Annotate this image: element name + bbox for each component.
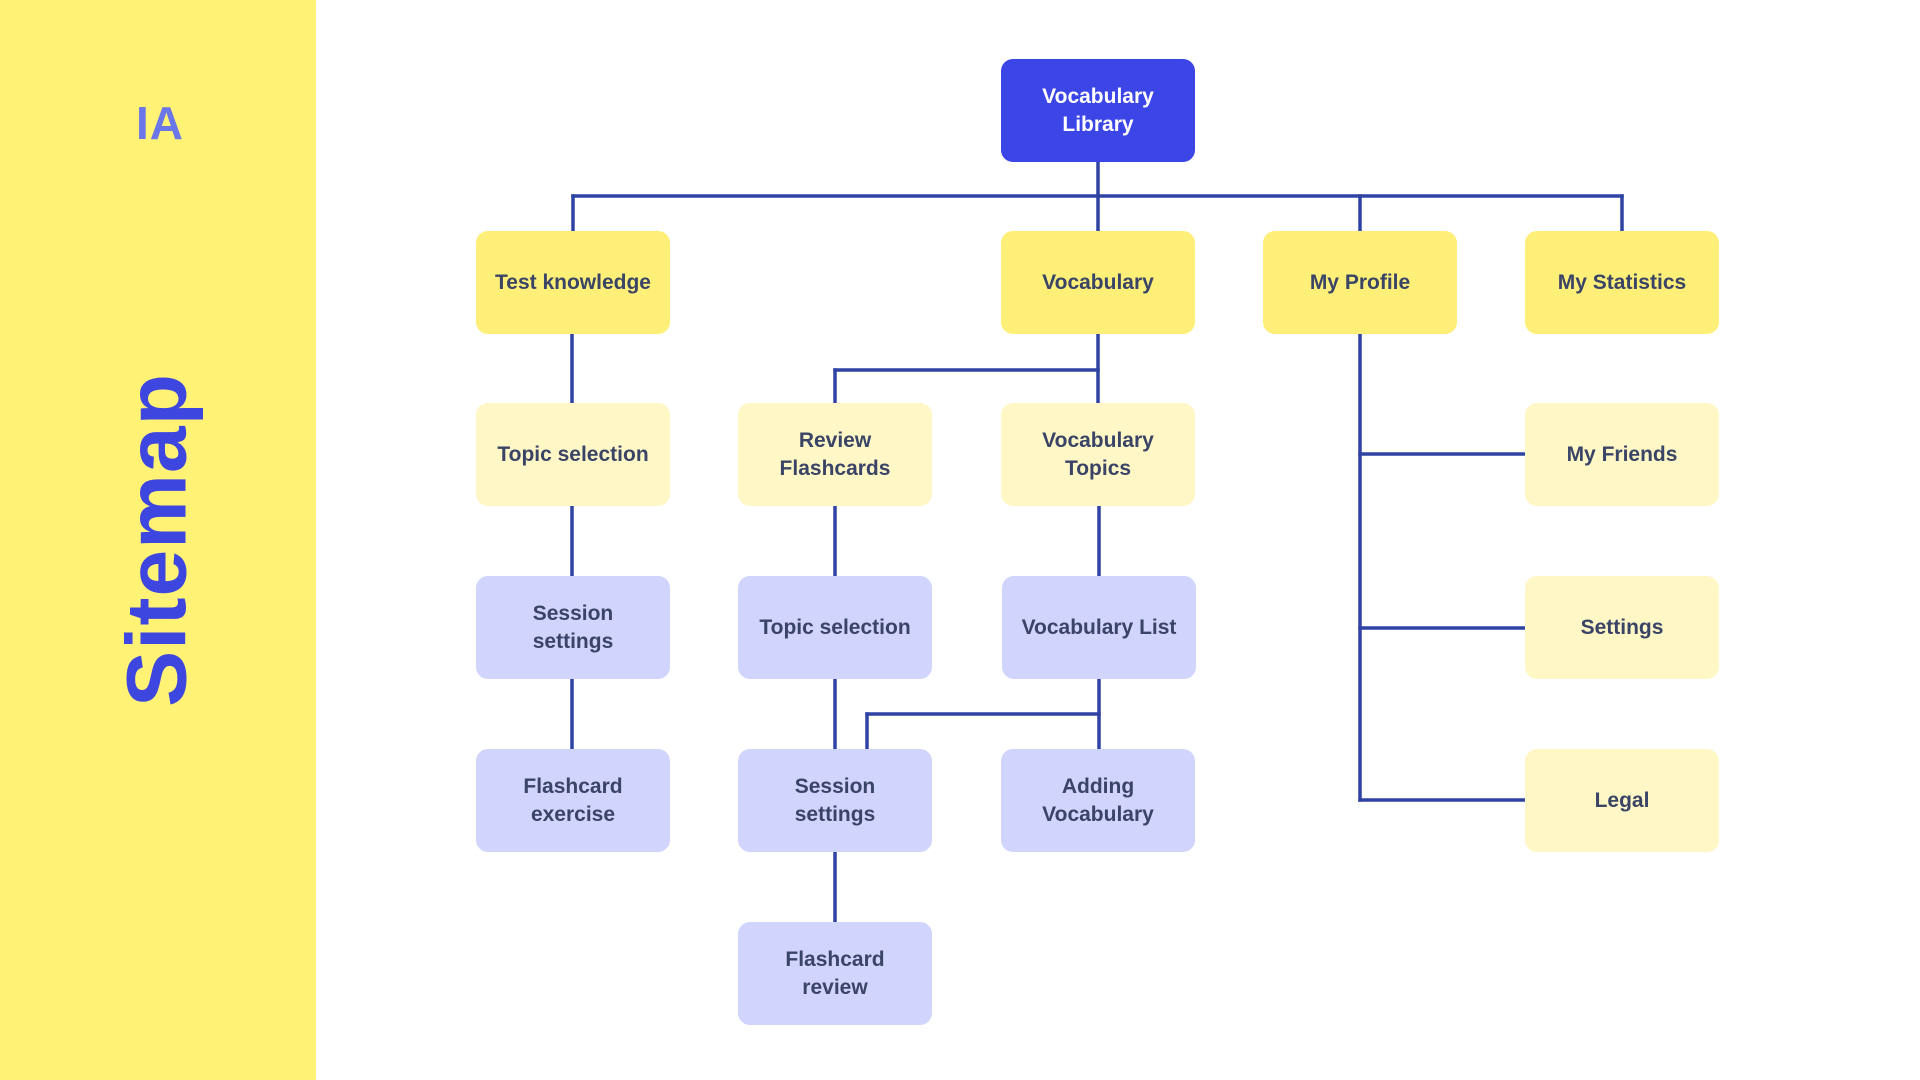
node-vocabulary-list[interactable]: Vocabulary List [1002,576,1196,679]
node-test-topic-selection[interactable]: Topic selection [476,403,670,506]
node-flashcard-review[interactable]: Flashcard review [738,922,932,1025]
node-my-friends[interactable]: My Friends [1525,403,1719,506]
node-vocabulary-library[interactable]: Vocabulary Library [1001,59,1195,162]
node-review-topic-selection[interactable]: Topic selection [738,576,932,679]
node-review-session-settings[interactable]: Session settings [738,749,932,852]
node-test-knowledge[interactable]: Test knowledge [476,231,670,334]
node-settings[interactable]: Settings [1525,576,1719,679]
sidebar: IA Sitemap [0,0,316,1080]
node-test-session-settings[interactable]: Session settings [476,576,670,679]
ia-label: IA [136,97,184,149]
node-adding-vocabulary[interactable]: Adding Vocabulary [1001,749,1195,852]
node-vocabulary[interactable]: Vocabulary [1001,231,1195,334]
node-legal[interactable]: Legal [1525,749,1719,852]
node-my-statistics[interactable]: My Statistics [1525,231,1719,334]
node-flashcard-exercise[interactable]: Flashcard exercise [476,749,670,852]
node-my-profile[interactable]: My Profile [1263,231,1457,334]
node-review-flashcards[interactable]: Review Flashcards [738,403,932,506]
node-vocabulary-topics[interactable]: Vocabulary Topics [1001,403,1195,506]
